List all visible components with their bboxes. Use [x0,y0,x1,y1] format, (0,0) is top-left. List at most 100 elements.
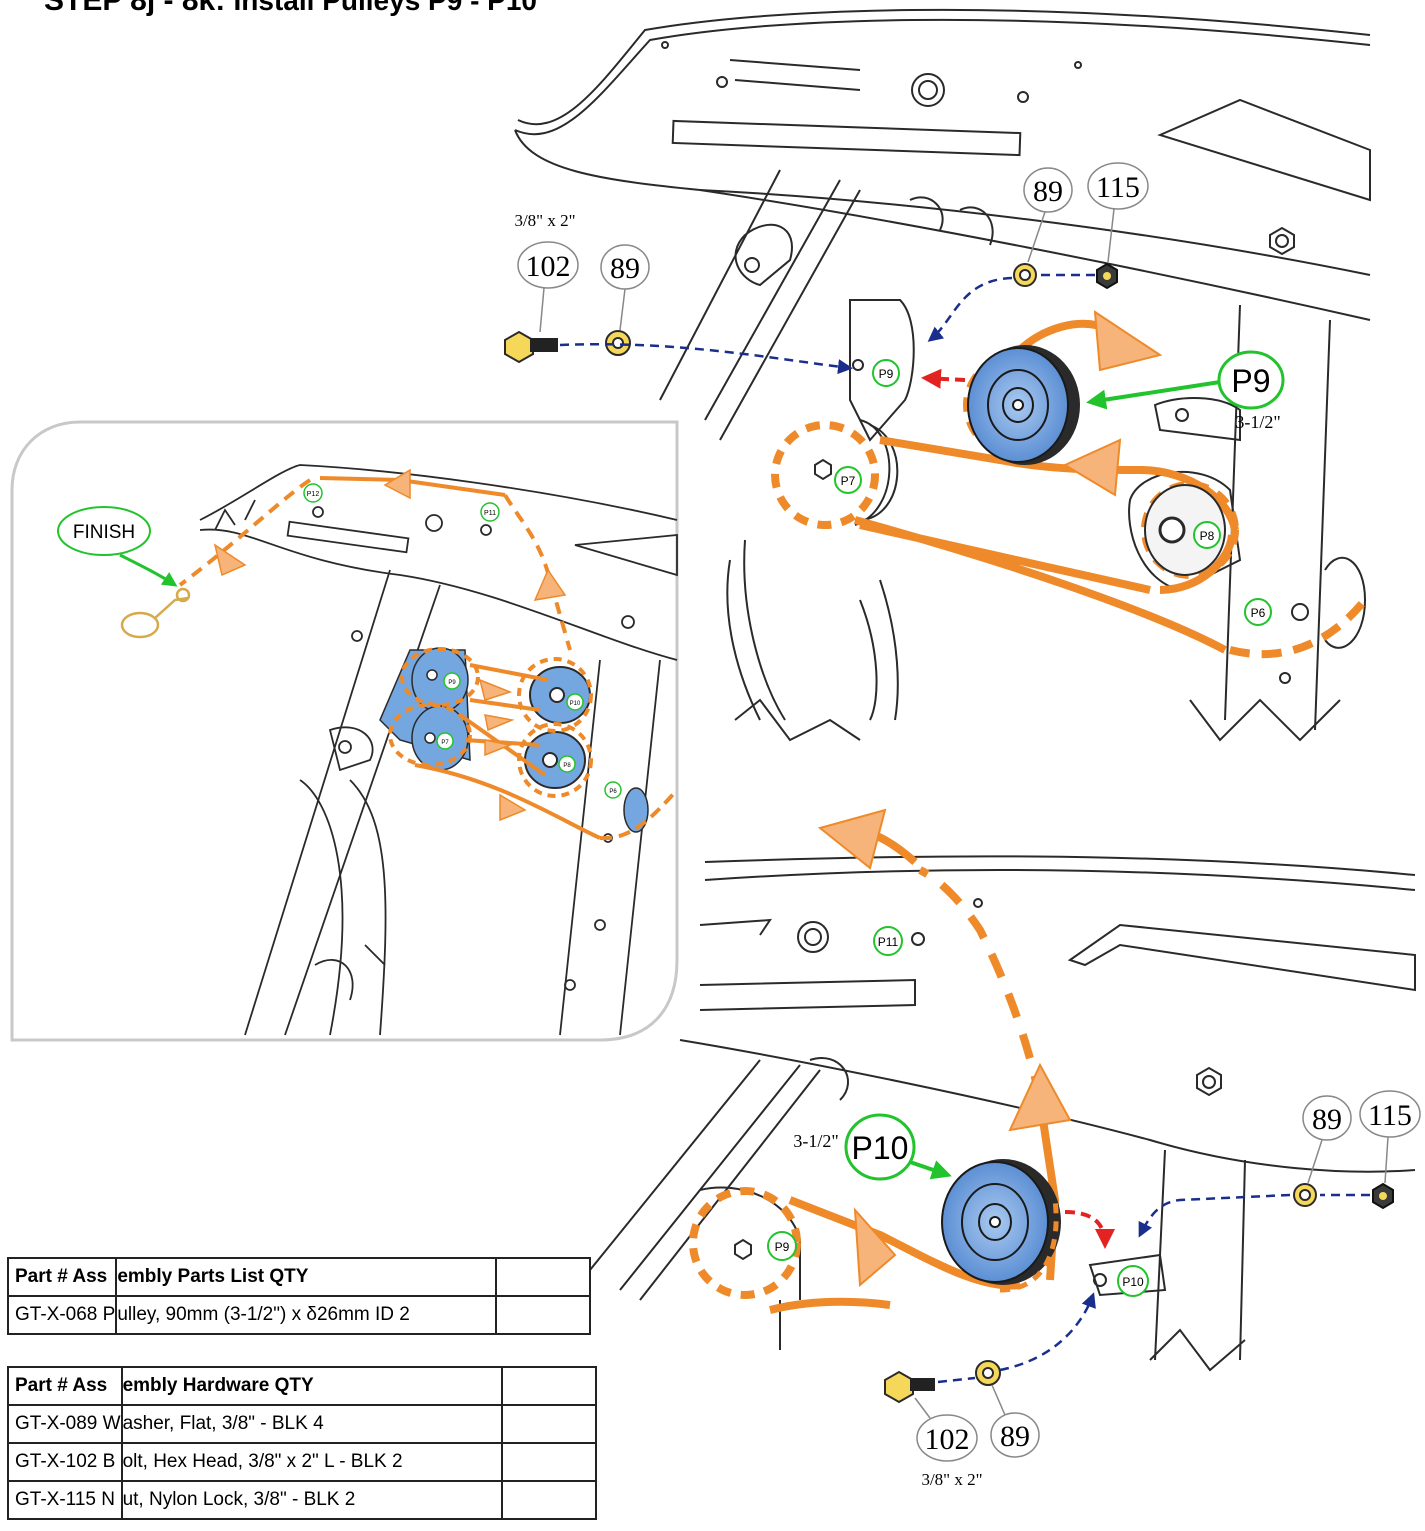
bottom-tag-p9: P9 [767,1231,797,1261]
inset-tag-p8: P8 [558,755,576,773]
part-number: GT-X-102 B [7,1442,123,1482]
top-washer-89-right [1013,263,1037,287]
parts-list-table: Part # Ass embly Parts List QTY GT-X-068… [6,1257,592,1335]
bottom-callout-102: 102 [914,1397,978,1462]
svg-text:P8: P8 [563,763,571,769]
top-tag-p6: P6 [1244,598,1272,626]
step-number: STEP 8j - 8k: [44,0,226,17]
bottom-callout-89-left: 89 [990,1384,1040,1458]
bottom-tag-p11: P11 [873,926,903,956]
parts-list-header-part: Part # Ass [6,1257,118,1297]
parts-list-header-name: embly Parts List QTY [115,1257,498,1297]
top-mount-hole [852,359,864,371]
top-install-arrow [1086,380,1221,410]
hardware-header-name: embly Hardware QTY [120,1366,503,1406]
svg-text:P9: P9 [448,680,456,686]
inset-tag-p7: P7 [436,732,454,750]
svg-text:P6: P6 [1251,606,1266,620]
svg-text:P10: P10 [570,701,581,707]
svg-text:P9: P9 [775,1240,790,1254]
bottom-p10-label: P10 [844,1113,916,1181]
p6-p8-pulley [1144,484,1226,576]
part-number: GT-X-068 P [6,1295,118,1335]
inset-tag-p6: P6 [604,781,622,799]
svg-text:P7: P7 [441,740,449,746]
top-nut-115 [1096,262,1118,290]
part-qty [500,1480,597,1520]
bottom-callout-115: 115 [1359,1090,1421,1184]
table-row: GT-X-102 B olt, Hex Head, 3/8" x 2" L - … [7,1442,597,1482]
part-description: olt, Hex Head, 3/8" x 2" L - BLK 2 [120,1442,503,1482]
parts-list-header: Part # Ass embly Parts List QTY [6,1257,592,1297]
svg-text:102: 102 [925,1423,970,1456]
inset-finish-arrow [119,553,178,587]
inset-tag-p11: P11 [480,502,500,522]
bottom-nut-115 [1372,1182,1394,1210]
svg-text:P10: P10 [852,1130,909,1166]
bottom-washer-89-left [975,1360,1001,1386]
svg-text:89: 89 [1000,1420,1030,1453]
svg-text:89: 89 [1312,1103,1342,1136]
svg-text:P6: P6 [609,789,617,795]
hardware-header: Part # Ass embly Hardware QTY [7,1366,597,1406]
svg-text:115: 115 [1368,1099,1412,1132]
top-view-p7-pulley [854,419,899,526]
bottom-view-flow-arrows [817,808,1072,1288]
inset-panel [10,420,679,1042]
top-tag-p9-mount: P9 [872,359,900,387]
hardware-table: Part # Ass embly Hardware QTY GT-X-089 W… [7,1366,597,1520]
bottom-pulley-size: 3-1/2" [793,1131,838,1151]
table-row: GT-X-115 N ut, Nylon Lock, 3/8" - BLK 2 [7,1480,597,1520]
bottom-bolt-102 [884,1370,935,1404]
top-view-frame [514,8,1371,742]
part-qty [500,1404,597,1444]
svg-text:89: 89 [610,252,640,285]
top-bolt-size: 3/8" x 2" [514,211,575,230]
top-bolt-102 [504,330,558,364]
svg-text:115: 115 [1096,171,1140,204]
top-callout-115: 115 [1087,162,1149,263]
bottom-bolt-size: 3/8" x 2" [921,1470,982,1489]
p10-dashed-outline [999,1199,1059,1293]
part-number: GT-X-089 W [7,1404,123,1444]
table-row: GT-X-089 W asher, Flat, 3/8" - BLK 4 [7,1404,597,1444]
top-callout-102-text: 102 [526,250,571,283]
step-title: STEP 8j - 8k: Install Pulleys P9 - P10 [44,0,537,18]
svg-text:FINISH: FINISH [73,522,135,543]
top-callout-89-left: 89 [600,244,650,331]
svg-text:P9: P9 [879,367,894,381]
svg-text:89: 89 [1033,175,1063,208]
svg-text:P10: P10 [1122,1275,1144,1289]
part-number: GT-X-115 N [7,1480,123,1520]
top-hardware-paths [559,273,1095,375]
inset-tag-p9: P9 [443,672,461,690]
inset-snap-hook [120,587,191,639]
svg-text:P11: P11 [484,510,496,517]
bottom-washer-89-right [1293,1183,1317,1207]
part-qty [500,1442,597,1482]
hardware-header-qty [500,1366,597,1406]
inset-tag-p12: P12 [303,483,323,503]
part-description: asher, Flat, 3/8" - BLK 4 [120,1404,503,1444]
p10-pulley [941,1159,1061,1285]
top-removal-arrow [921,368,966,389]
inset-finish-label: FINISH [57,506,151,556]
bottom-install-arrow [909,1160,952,1180]
step-description: Install Pulleys P9 - P10 [233,0,538,16]
inset-flow-arrows [213,468,567,822]
bottom-tag-p10-mount: P10 [1117,1265,1149,1297]
p9-pulley [967,345,1080,465]
top-callout-102: 102 [517,241,579,333]
bottom-hardware-paths [937,1193,1370,1384]
top-washer-89-left [605,330,631,356]
bottom-removal-arrow [1064,1210,1115,1249]
table-row: GT-X-068 P ulley, 90mm (3-1/2") x δ26mm … [6,1295,592,1335]
top-callout-89-right: 89 [1023,167,1073,263]
bottom-callout-89-right: 89 [1302,1095,1352,1184]
top-tag-p7: P7 [834,466,862,494]
top-pulley-size: 3-1/2" [1235,412,1280,432]
svg-text:P11: P11 [878,935,899,949]
bottom-view-frame [589,855,1416,1372]
top-view-flow-arrows [1062,310,1163,497]
top-tag-p8: P8 [1193,521,1221,549]
